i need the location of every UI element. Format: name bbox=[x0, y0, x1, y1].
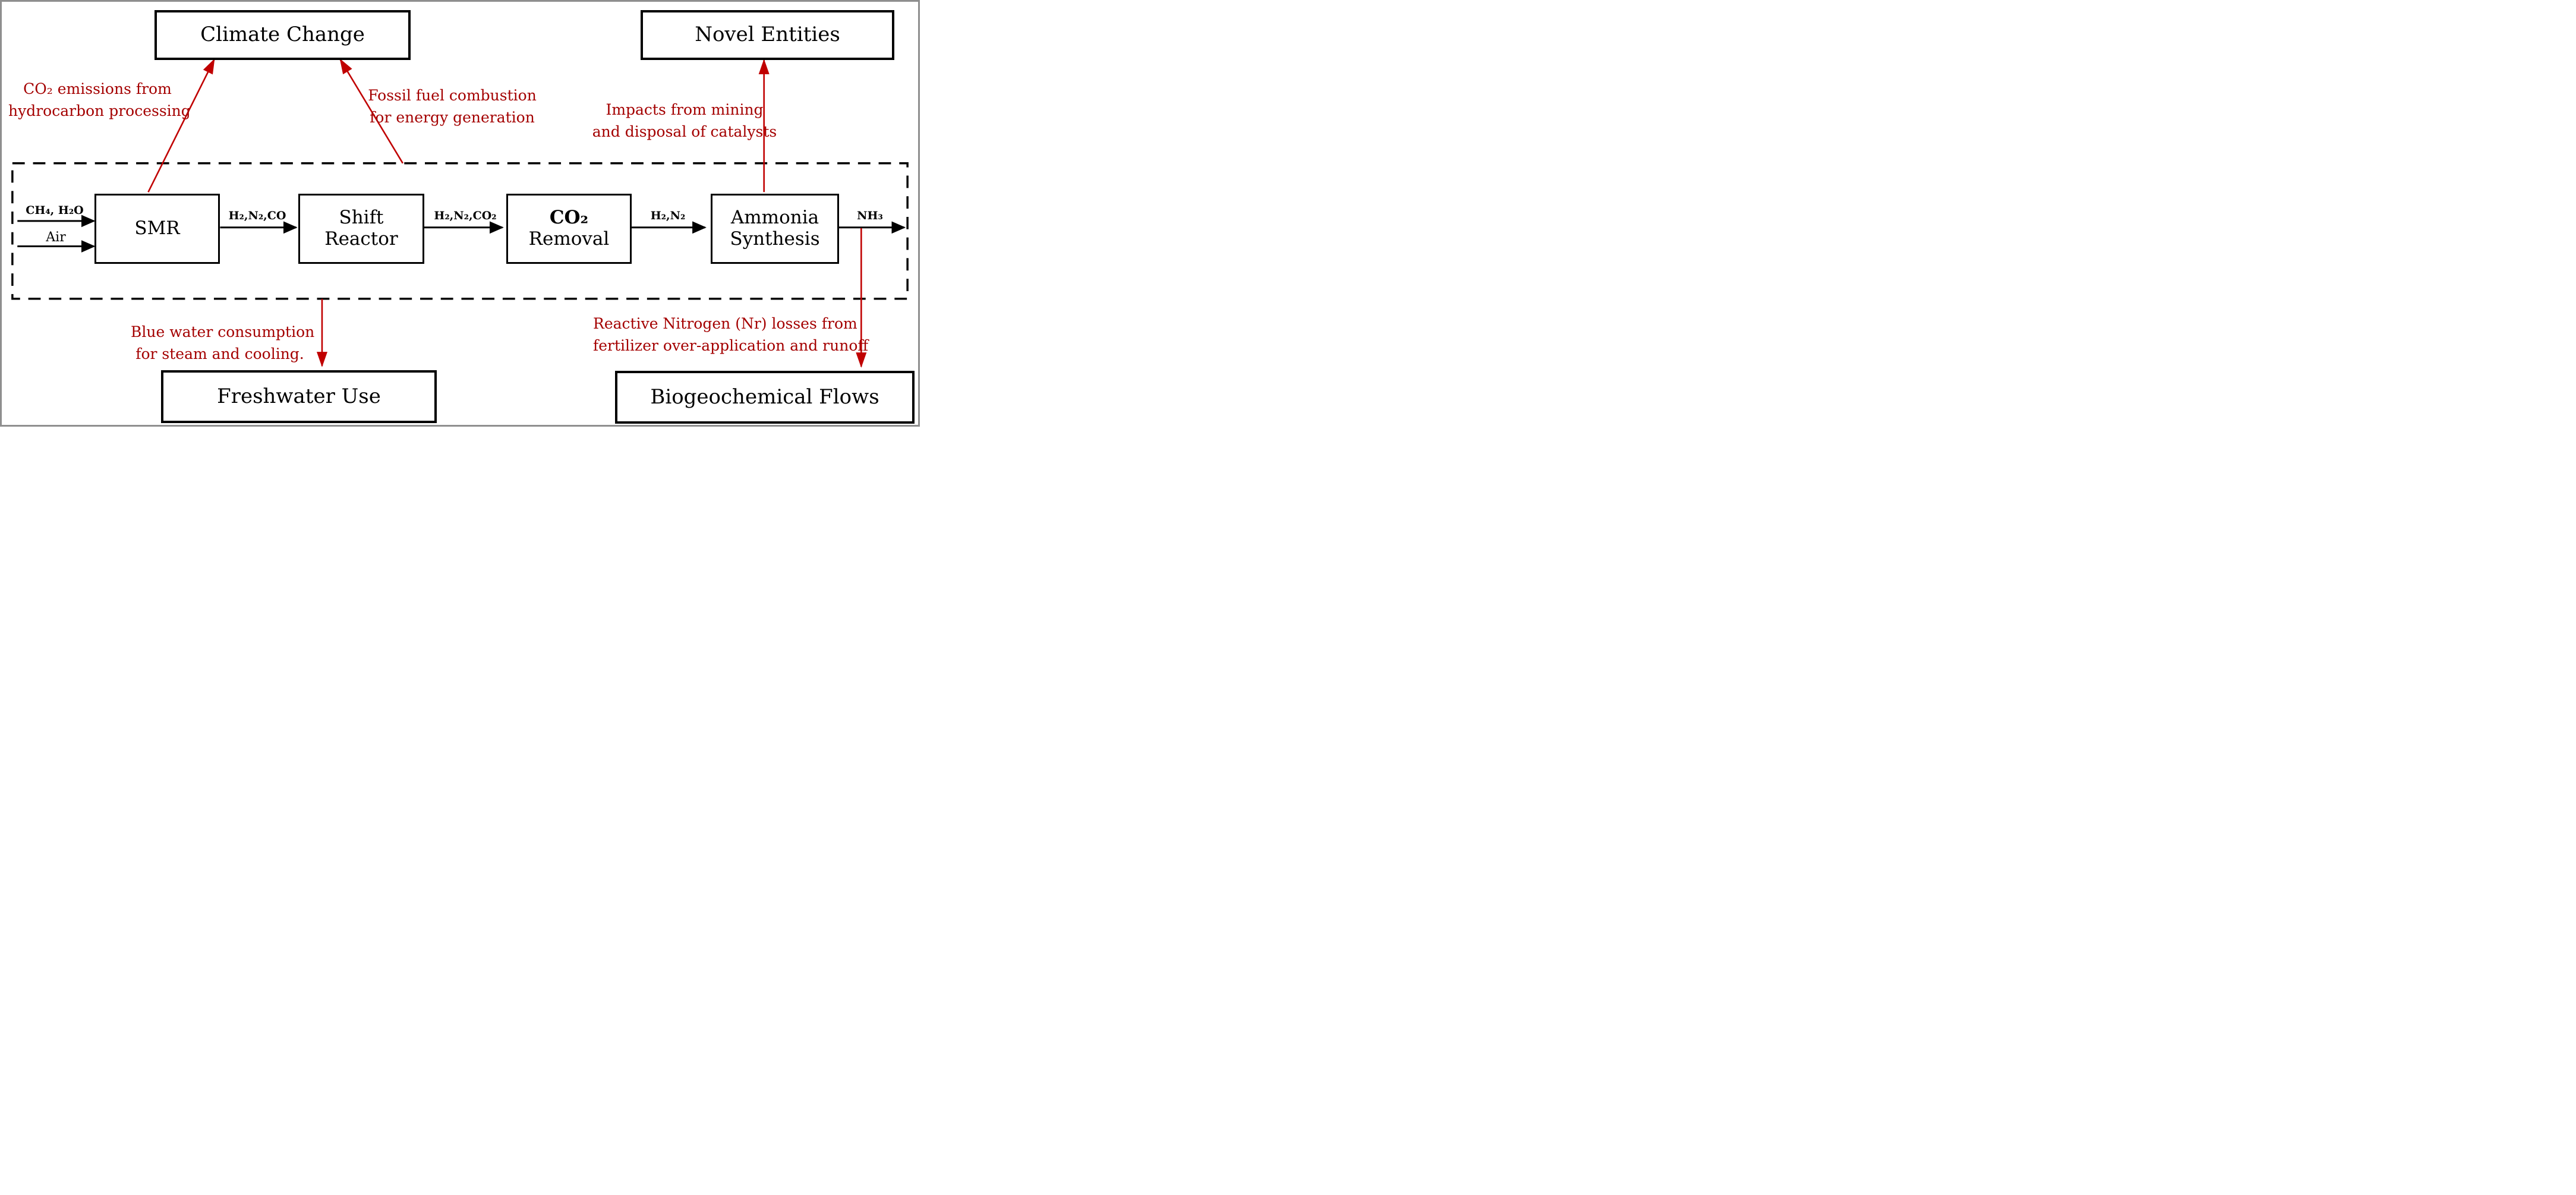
note-catalysts: Impacts from mining and disposal of cata… bbox=[581, 99, 789, 143]
freshwater-use-box: Freshwater Use bbox=[161, 370, 437, 423]
stream-label-feed-gas: CH₄, H₂O bbox=[26, 204, 84, 217]
stream-label-shift-out: H₂,N₂,CO₂ bbox=[434, 209, 497, 222]
note-reactive-nitrogen: Reactive Nitrogen (Nr) losses from ferti… bbox=[593, 313, 869, 357]
note-fossil-fuel: Fossil fuel combustion for energy genera… bbox=[363, 84, 541, 128]
co2-removal-label-line1: CO₂ bbox=[549, 207, 589, 229]
biogeochemical-flows-box: Biogeochemical Flows bbox=[615, 371, 915, 424]
note-co2-emissions-line2: hydrocarbon processing bbox=[8, 102, 191, 119]
note-fossil-fuel-line1: Fossil fuel combustion bbox=[368, 87, 537, 104]
stream-label-smr-out: H₂,N₂,CO bbox=[228, 209, 286, 222]
freshwater-use-label: Freshwater Use bbox=[217, 384, 381, 408]
note-co2-emissions: CO₂ emissions from hydrocarbon processin… bbox=[8, 78, 191, 122]
ammonia-synthesis-label-line1: Ammonia bbox=[730, 207, 819, 229]
shift-reactor-box: Shift Reactor bbox=[298, 194, 424, 264]
note-blue-water-line1: Blue water consumption bbox=[131, 323, 315, 340]
co2-removal-box: CO₂ Removal bbox=[506, 194, 632, 264]
ammonia-synthesis-label-line2: Synthesis bbox=[730, 228, 820, 250]
note-catalysts-line2: and disposal of catalysts bbox=[592, 123, 777, 140]
smr-box: SMR bbox=[94, 194, 220, 264]
ammonia-synthesis-box: Ammonia Synthesis bbox=[711, 194, 839, 264]
shift-reactor-label-line2: Reactor bbox=[324, 228, 398, 250]
shift-reactor-label-line1: Shift bbox=[339, 207, 384, 229]
stream-label-product-nh3: NH₃ bbox=[857, 209, 883, 222]
note-reactive-nitrogen-line2: fertilizer over-application and runoff bbox=[593, 337, 869, 354]
note-blue-water-line2: for steam and cooling. bbox=[135, 345, 304, 362]
note-co2-emissions-line1: CO₂ emissions from bbox=[23, 80, 172, 97]
climate-change-box: Climate Change bbox=[155, 10, 411, 60]
co2-removal-label-line2: Removal bbox=[528, 228, 610, 250]
novel-entities-box: Novel Entities bbox=[641, 10, 894, 60]
biogeochemical-flows-label: Biogeochemical Flows bbox=[650, 384, 879, 409]
process-impact-diagram: Climate Change Novel Entities Freshwater… bbox=[0, 0, 920, 427]
climate-change-label: Climate Change bbox=[200, 23, 365, 47]
stream-label-air: Air bbox=[46, 230, 66, 245]
note-blue-water: Blue water consumption for steam and coo… bbox=[131, 321, 315, 365]
smr-label: SMR bbox=[134, 217, 180, 239]
note-reactive-nitrogen-line1: Reactive Nitrogen (Nr) losses from bbox=[593, 315, 857, 332]
stream-label-co2removal-out: H₂,N₂ bbox=[650, 209, 686, 222]
novel-entities-label: Novel Entities bbox=[695, 23, 840, 47]
note-fossil-fuel-line2: for energy generation bbox=[370, 109, 535, 126]
note-catalysts-line1: Impacts from mining bbox=[606, 101, 764, 118]
